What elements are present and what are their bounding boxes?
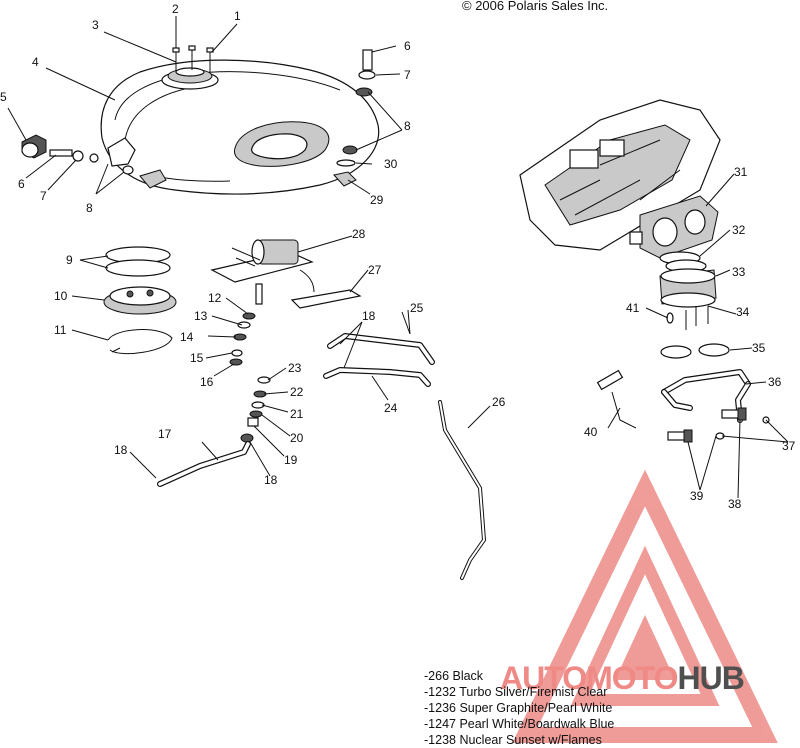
callout-38: 38 [728,497,742,511]
callout-35: 35 [752,341,766,355]
callout-1: 1 [234,9,241,23]
callout-6: 6 [404,39,411,53]
color-option: -1238 Nuclear Sunset w/Flames [424,733,602,747]
callout-5: 5 [0,90,7,104]
callout-3: 3 [92,18,99,32]
callout-18: 18 [114,443,128,457]
callout-15: 15 [190,351,204,365]
callout-18: 18 [362,309,376,323]
callout-30: 30 [384,157,398,171]
callout-9: 9 [66,253,73,267]
callout-27: 27 [368,263,382,277]
callout-4: 4 [32,55,39,69]
callout-11: 11 [54,323,67,337]
callout-37: 37 [782,439,796,453]
callout-19: 19 [284,453,298,467]
callout-25: 25 [410,301,424,315]
fittings-left-column [229,312,271,443]
watermark-text-dark: HUB [677,660,744,696]
callout-32: 32 [732,223,746,237]
callout-26: 26 [492,395,506,409]
fuel-pump-seal-parts [103,246,177,355]
callout-18: 18 [264,473,278,487]
callout-16: 16 [200,375,214,389]
callout-29: 29 [370,193,384,207]
fuel-tank [100,59,380,195]
filler-cap-assembly [161,45,219,90]
color-option: -1236 Super Graphite/Pearl White [424,701,613,715]
callout-24: 24 [384,401,398,415]
copyright-notice: © 2006 Polaris Sales Inc. [462,0,609,13]
watermark-logo [512,469,778,743]
fuel-pump-assembly [210,239,362,309]
callout-36: 36 [768,375,782,389]
callout-39: 39 [690,489,704,503]
color-options-list: -266 Black -1232 Turbo Silver/Firemist C… [424,668,614,748]
callout-17: 17 [158,427,172,441]
callout-13: 13 [194,309,208,323]
callout-12: 12 [208,291,222,305]
callout-20: 20 [290,431,304,445]
callout-41: 41 [626,301,640,315]
callout-33: 33 [732,265,746,279]
leader-lines [7,16,789,499]
callout-22: 22 [290,385,304,399]
callout-21: 21 [290,407,304,421]
callout-34: 34 [736,305,750,319]
callout-7: 7 [404,68,411,82]
watermark-text: AUTOMOTOHUB [500,660,745,697]
color-option: -266 Black [424,669,484,683]
callout-23: 23 [288,361,302,375]
frame-airbox [519,99,721,251]
callout-2: 2 [172,2,179,16]
color-option: -1247 Pearl White/Boardwalk Blue [424,717,615,731]
left-mount-hardware [21,134,167,189]
callout-labels: 1 2 3 4 5 6 7 6 7 8 8 30 29 9 10 11 28 2… [0,2,796,511]
throttle-body-assembly [629,195,730,359]
callout-28: 28 [352,227,366,241]
callout-7: 7 [40,189,47,203]
callout-40: 40 [584,425,598,439]
callout-8: 8 [86,201,93,215]
callout-31: 31 [734,165,748,179]
callout-14: 14 [180,330,194,344]
color-option: -1232 Turbo Silver/Firemist Clear [424,685,608,699]
fuel-rail-injectors [596,369,770,443]
callout-10: 10 [54,289,68,303]
callout-6: 6 [18,177,25,191]
fuel-hoses [157,309,486,580]
callout-8: 8 [404,119,411,133]
watermark-text-accent: AUTOMOTO [500,660,678,696]
right-mount-hardware [333,49,376,187]
